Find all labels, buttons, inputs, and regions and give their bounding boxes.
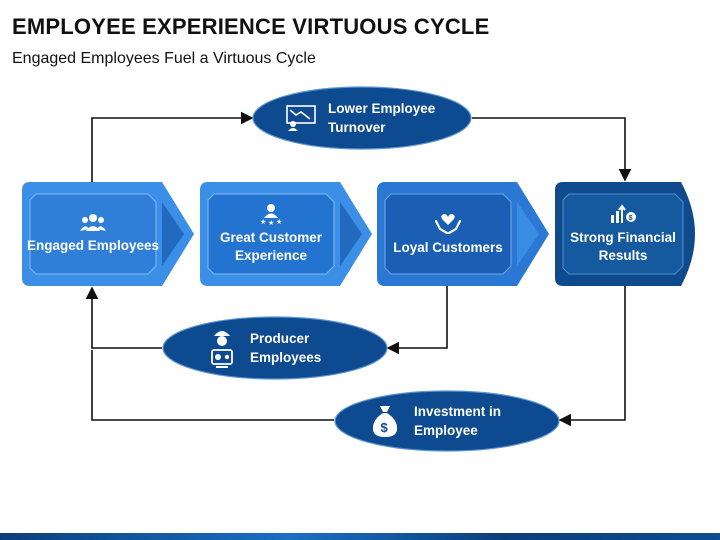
arrow-turnover-to-financial <box>472 117 632 182</box>
svg-text:$: $ <box>381 420 389 435</box>
arrow-loyal-to-producer <box>386 286 448 355</box>
box-great-customer-experience: ★★★ Great Customer Experience <box>200 182 372 286</box>
people-group-icon <box>80 214 106 231</box>
page-title: EMPLOYEE EXPERIENCE VIRTUOUS CYCLE <box>12 14 490 39</box>
footer-accent-bar <box>0 533 720 540</box>
box-label: Strong Financial Results <box>570 230 676 263</box>
worker-gear-icon <box>211 331 233 368</box>
growth-chart-dollar-icon: $ <box>611 204 636 223</box>
svg-text:★: ★ <box>268 219 274 225</box>
arrow-engaged-to-turnover <box>91 111 254 182</box>
svg-text:★: ★ <box>276 218 282 225</box>
arrow-producer-to-engaged <box>85 286 162 349</box>
box-loyal-customers: Loyal Customers <box>377 182 549 286</box>
page-subtitle: Engaged Employees Fuel a Virtuous Cycle <box>12 50 316 67</box>
arrow-financial-to-investment <box>558 286 626 427</box>
customer-stars-icon: ★★★ <box>260 204 282 225</box>
box-label: Loyal Customers <box>393 240 503 255</box>
heart-hands-icon <box>434 214 462 235</box>
oval-producer-employees: Producer Employees <box>162 316 388 380</box>
svg-text:$: $ <box>629 215 633 222</box>
box-engaged-employees: Engaged Employees <box>22 182 194 286</box>
money-bag-icon: $ <box>372 406 398 437</box>
box-strong-financial-results: $ Strong Financial Results <box>555 182 695 286</box>
box-label: Engaged Employees <box>26 238 160 253</box>
box-label: Great Customer Experience <box>219 230 323 263</box>
oval-lower-employee-turnover: Lower Employee Turnover <box>252 86 472 150</box>
oval-label: Producer Employees <box>250 331 322 365</box>
arrow-investment-to-engaged <box>91 350 334 421</box>
svg-text:★: ★ <box>260 218 266 225</box>
oval-investment-in-employee: $ Investment in Employee <box>334 390 560 452</box>
oval-label: Lower Employee Turnover <box>328 101 436 135</box>
turnover-decline-icon <box>286 105 316 131</box>
oval-label: Investment in Employee <box>414 404 502 438</box>
